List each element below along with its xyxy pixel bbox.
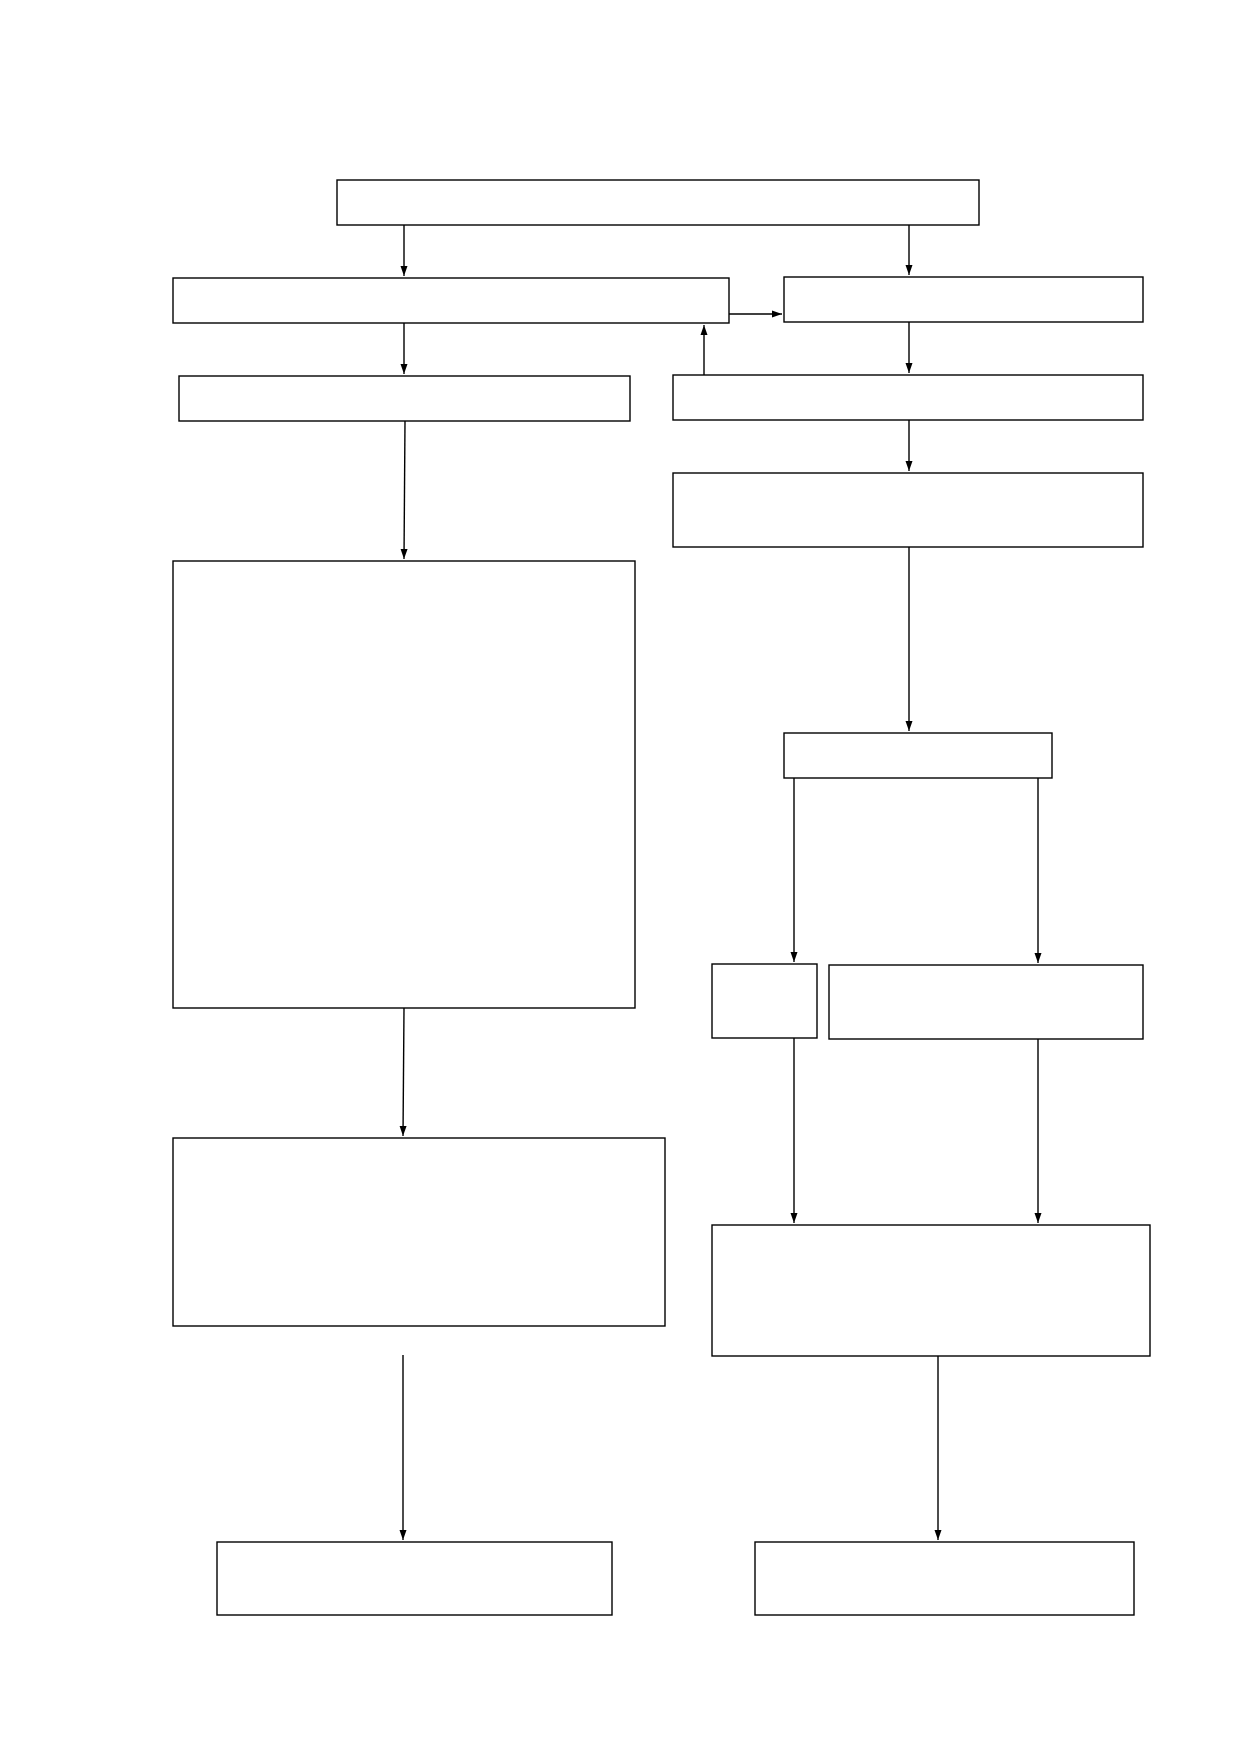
flow-box-frame [672,374,1144,421]
flow-box-frame [754,1541,1135,1616]
flow-box-frame [783,732,1053,779]
flow-box-frame [783,276,1144,323]
flow-box-frame [216,1541,613,1616]
flow-box-frame [711,1224,1151,1357]
connector-left-2-to-left-3 [400,420,408,560]
flow-box-right-1 [783,276,1144,323]
edges-layer [399,225,1042,1540]
flow-box-frame [172,1137,666,1327]
flow-box-right-3 [672,472,1144,548]
flow-box-frame [178,375,631,422]
flow-box-right-5a [711,963,818,1039]
flow-box-frame [672,472,1144,548]
flow-box-frame [172,560,636,1009]
flow-box-top [336,179,980,226]
flow-box-right-6 [711,1224,1151,1357]
nodes-layer [172,179,1151,1616]
flow-box-right-5b [828,964,1144,1040]
connector-left-3-to-left-4 [399,1007,407,1137]
flow-box-right-4 [783,732,1053,779]
flow-box-left-5 [216,1541,613,1616]
flow-box-left-3 [172,560,636,1009]
flow-box-frame [172,277,730,324]
flow-box-frame [828,964,1144,1040]
flow-box-frame [336,179,980,226]
flow-box-frame [711,963,818,1039]
flow-box-left-4 [172,1137,666,1327]
flow-box-right-2 [672,374,1144,421]
flow-box-left-1 [172,277,730,324]
flow-box-left-2 [178,375,631,422]
flow-box-right-7 [754,1541,1135,1616]
